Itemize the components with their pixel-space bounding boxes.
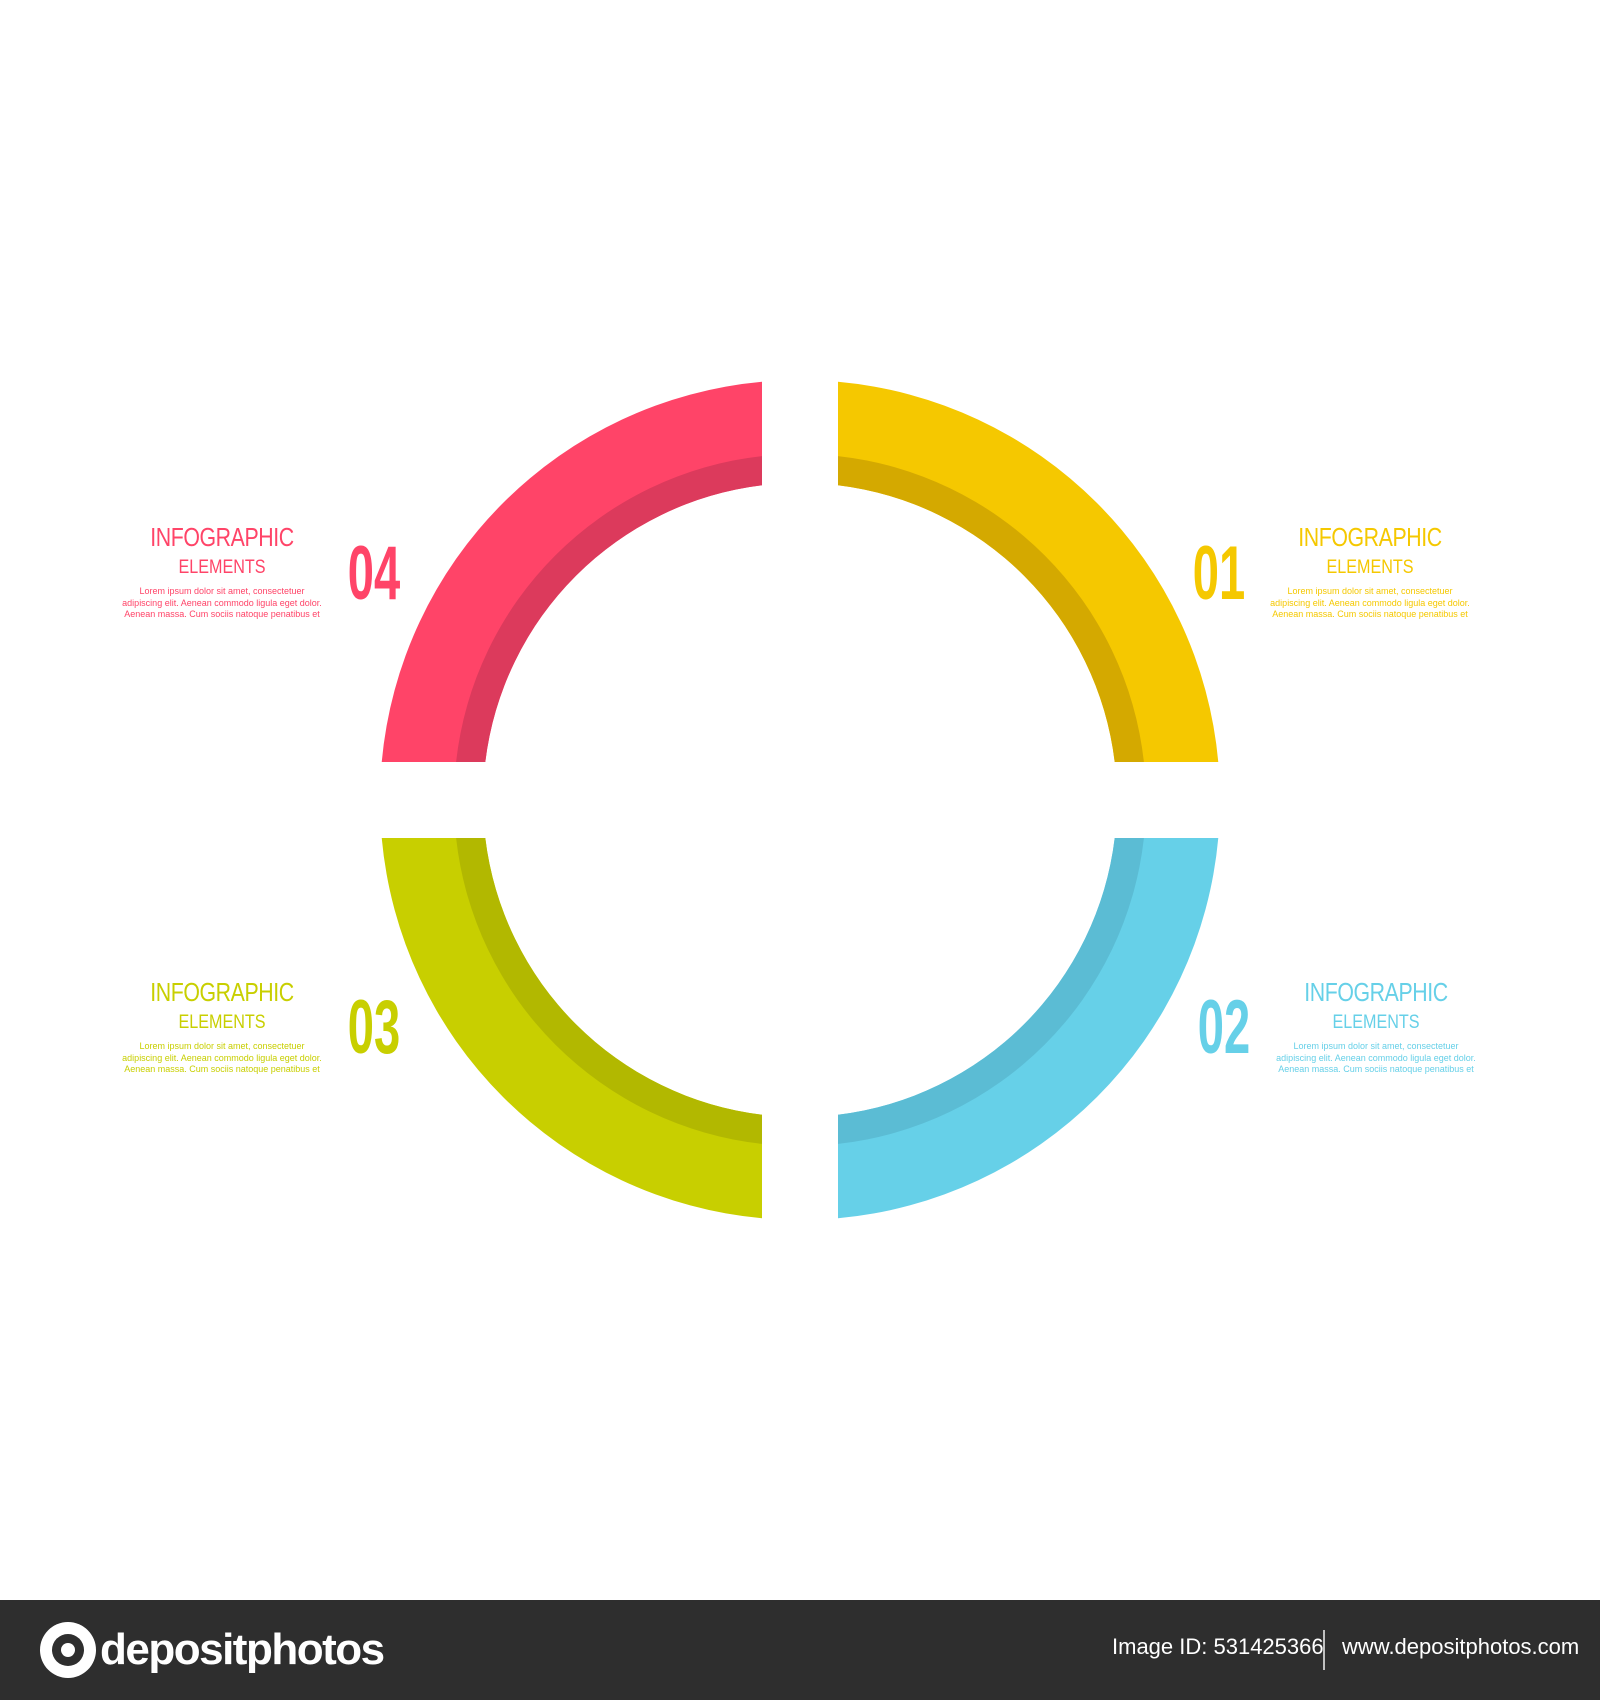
segment-02-title: INFOGRAPHIC — [1304, 977, 1448, 1007]
body-line: adipiscing elit. Aenean commodo ligula e… — [122, 1052, 322, 1063]
body-line: Lorem ipsum dolor sit amet, consectetuer — [1287, 586, 1453, 596]
logo-text: depositphotos — [100, 1625, 385, 1674]
segment-03-arc-shade — [456, 838, 762, 1144]
ring-diagram — [381, 381, 1219, 1219]
depositphotos-logo: depositphotos — [40, 1620, 385, 1680]
segment-03-label: INFOGRAPHIC ELEMENTS Lorem ipsum dolor s… — [42, 977, 402, 1076]
watermark-footer: depositphotos Image ID: 531425366 www.de… — [0, 1600, 1600, 1700]
segment-04-arc-shade — [456, 456, 762, 762]
segment-01-subtitle: ELEMENTS — [1326, 557, 1414, 578]
site-url: www.depositphotos.com — [1342, 1634, 1580, 1659]
segment-01-arc-shade — [838, 456, 1144, 762]
body-line: adipiscing elit. Aenean commodo ligula e… — [122, 597, 322, 608]
body-line: Lorem ipsum dolor sit amet, consectetuer — [1293, 1041, 1459, 1051]
segment-01-body: Lorem ipsum dolor sit amet, consectetuer… — [1190, 586, 1550, 621]
body-line: Aenean massa. Cum sociis natoque penatib… — [124, 609, 320, 619]
segment-04-label: INFOGRAPHIC ELEMENTS Lorem ipsum dolor s… — [42, 522, 402, 621]
segment-03-subtitle: ELEMENTS — [178, 1012, 266, 1033]
segment-04-subtitle: ELEMENTS — [178, 557, 266, 578]
segment-03-number: 03 — [347, 985, 401, 1070]
body-line: Lorem ipsum dolor sit amet, consectetuer — [139, 586, 305, 596]
segment-02-number: 02 — [1197, 985, 1251, 1070]
body-line: adipiscing elit. Aenean commodo ligula e… — [1276, 1052, 1476, 1063]
segment-01-title: INFOGRAPHIC — [1298, 522, 1442, 552]
segment-04-title: INFOGRAPHIC — [150, 522, 294, 552]
segment-04-body: Lorem ipsum dolor sit amet, consectetuer… — [42, 586, 402, 621]
image-id: Image ID: 531425366 — [1112, 1634, 1324, 1659]
segment-01-label: INFOGRAPHIC ELEMENTS Lorem ipsum dolor s… — [1190, 522, 1550, 621]
camera-lens-icon — [40, 1622, 96, 1678]
segment-02-label: INFOGRAPHIC ELEMENTS Lorem ipsum dolor s… — [1196, 977, 1556, 1076]
body-line: Aenean massa. Cum sociis natoque penatib… — [1272, 609, 1468, 619]
segment-02-arc-shade — [838, 838, 1144, 1144]
segment-03-body: Lorem ipsum dolor sit amet, consectetuer… — [42, 1041, 402, 1076]
segment-04-number: 04 — [347, 531, 401, 616]
segment-03-title: INFOGRAPHIC — [150, 977, 294, 1007]
segment-01-number: 01 — [1192, 531, 1246, 616]
body-line: Aenean massa. Cum sociis natoque penatib… — [1278, 1064, 1474, 1074]
footer-divider — [1323, 1630, 1325, 1670]
body-line: Aenean massa. Cum sociis natoque penatib… — [124, 1064, 320, 1074]
segment-02-body: Lorem ipsum dolor sit amet, consectetuer… — [1196, 1041, 1556, 1076]
segment-02-subtitle: ELEMENTS — [1332, 1012, 1420, 1033]
body-line: Lorem ipsum dolor sit amet, consectetuer — [139, 1041, 305, 1051]
body-line: adipiscing elit. Aenean commodo ligula e… — [1270, 597, 1470, 608]
